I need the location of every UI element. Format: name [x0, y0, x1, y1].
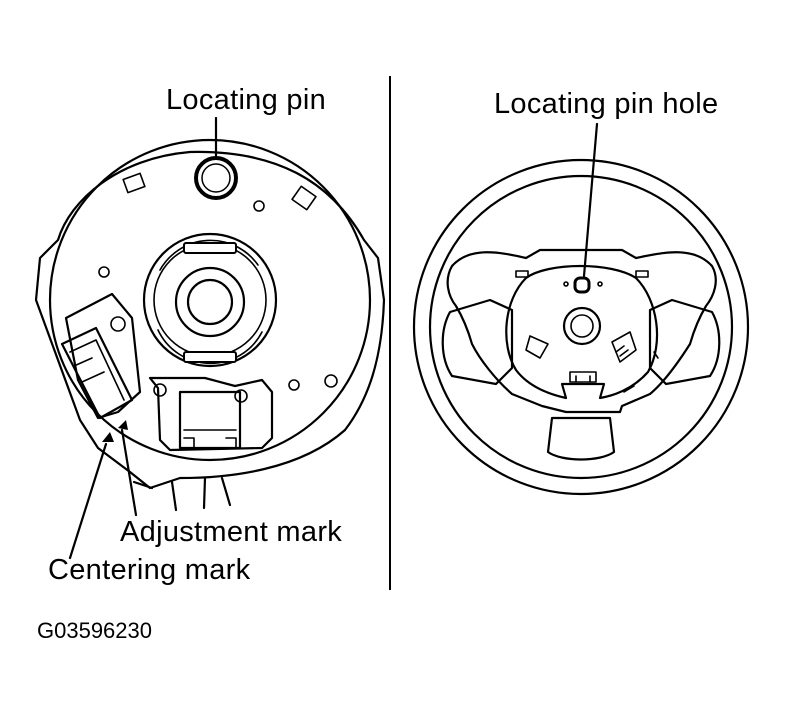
- label-adjustment-mark: Adjustment mark: [120, 516, 343, 548]
- spiral-cable-illustration: [34, 116, 386, 560]
- label-locating-pin-hole: Locating pin hole: [494, 88, 719, 120]
- leader-locating-pin-hole: [582, 122, 599, 278]
- label-locating-pin: Locating pin: [166, 84, 326, 116]
- label-centering-mark: Centering mark: [48, 554, 251, 586]
- figure-id: G03596230: [37, 618, 152, 643]
- leader-centering-mark: [68, 442, 108, 560]
- steering-wheel-illustration: [412, 122, 750, 496]
- locating-pin-hole: [573, 276, 591, 294]
- leader-adjustment-mark: [120, 428, 138, 517]
